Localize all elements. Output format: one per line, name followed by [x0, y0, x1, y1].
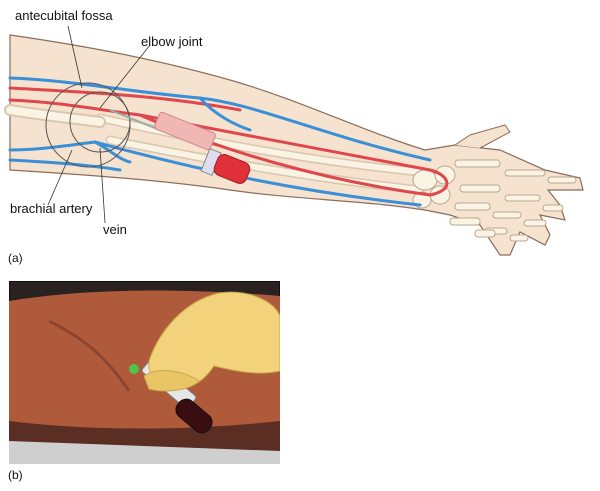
leader-lines — [47, 25, 151, 224]
ulna-bone-core — [107, 137, 423, 193]
arm-illustration — [4, 25, 584, 256]
venipuncture-photo — [9, 281, 280, 464]
humerus-bone-core — [6, 106, 104, 126]
panel-label-b: (b) — [8, 468, 23, 482]
syringe — [109, 109, 251, 184]
label-elbow-joint: elbow joint — [141, 34, 203, 49]
radius-bone-core — [97, 115, 423, 175]
label-vein: vein — [103, 222, 127, 237]
panel-label-a: (a) — [8, 251, 23, 265]
photo-table — [9, 441, 280, 464]
label-antecubital-fossa: antecubital fossa — [15, 8, 113, 23]
label-brachial-artery: brachial artery — [10, 201, 93, 216]
photo-vein-line — [48, 319, 131, 392]
veins — [8, 76, 432, 207]
thumb-outline — [454, 124, 511, 149]
hand-bones — [412, 159, 577, 242]
photo-glove-finger — [143, 370, 200, 392]
